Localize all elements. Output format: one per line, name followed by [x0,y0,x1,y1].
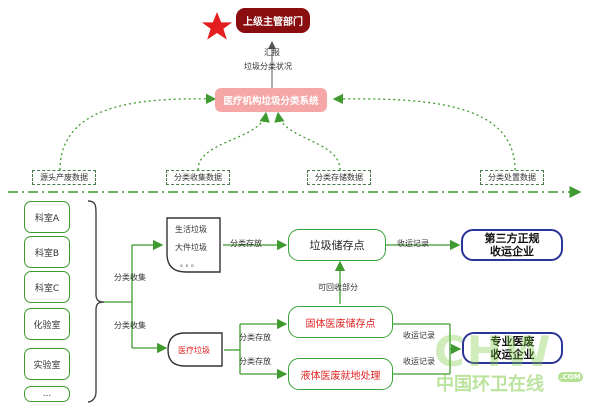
waste-system-box: 医疗机构垃圾分类系统 [215,88,327,112]
more-waste-label: 。。。 [180,260,200,268]
third-party-label-2: 收运企业 [490,245,534,258]
storage-data-label: 分类存储数据 [315,173,363,182]
liquid-medical-treatment: 液体医废就地处理 [288,358,393,390]
laboratory: 实验室 [24,348,70,380]
medical-waste-label: 医疗垃圾 [178,346,210,355]
store-label-top: 分类存放 [230,239,262,248]
department-b-label: 科室B [34,248,60,259]
collect-label-bottom: 分类收集 [114,321,146,330]
collection-data-tag: 分类收集数据 [166,170,230,185]
department-b: 科室B [24,236,70,268]
lab-test-room: 化验室 [24,308,70,340]
transport-label-2: 收运记录 [403,331,435,340]
store-label-medical-2: 分类存放 [239,357,271,366]
waste-system-label: 医疗机构垃圾分类系统 [223,96,319,107]
disposal-data-label: 分类处置数据 [488,173,536,182]
general-waste-bin [166,217,221,273]
department-more: ... [24,386,70,402]
laboratory-label: 实验室 [33,360,61,371]
watermark-text: 中国环卫在线 [436,374,544,395]
medical-company-label-2: 收运企业 [490,348,535,361]
medical-waste-company: 专业医废 收运企业 [462,332,563,364]
storage-data-tag: 分类存储数据 [307,170,371,185]
department-c-label: 科室C [34,283,60,294]
report-status-label: 垃圾分类状况 [244,62,292,71]
department-a-label: 科室A [34,213,60,224]
department-a: 科室A [24,201,70,233]
source-data-tag: 源头产废数据 [32,170,96,185]
collection-data-label: 分类收集数据 [174,173,222,182]
star-icon [201,12,233,40]
disposal-data-tag: 分类处置数据 [480,170,544,185]
report-label: 汇报 [264,48,280,57]
third-party-label-1: 第三方正规 [484,232,540,245]
medical-waste-bin [167,332,223,367]
watermark-logo: CHW [434,327,553,376]
top-authority-box: 上级主管部门 [236,8,310,33]
collect-label-top: 分类收集 [114,273,146,282]
department-more-label: ... [42,389,52,399]
transport-label-1: 收运记录 [397,239,429,248]
liquid-medical-treatment-label: 液体医废就地处理 [300,370,381,382]
waste-storage-label: 垃圾储存点 [309,239,365,252]
source-data-label: 源头产废数据 [40,173,88,182]
lab-test-room-label: 化验室 [33,320,61,331]
medical-company-label-1: 专业医废 [490,335,535,348]
solid-medical-storage-label: 固体医废储存点 [305,318,376,330]
third-party-company: 第三方正规 收运企业 [461,229,563,261]
waste-storage-point: 垃圾储存点 [288,229,386,261]
department-c: 科室C [24,271,70,303]
store-label-medical-1: 分类存放 [239,333,271,342]
transport-label-3: 收运记录 [403,357,435,366]
bulky-waste-label: 大件垃圾 [175,243,207,252]
top-authority-label: 上级主管部门 [243,17,303,28]
watermark-com: .COM [558,372,583,382]
recyclable-label: 可回收部分 [318,283,358,292]
solid-medical-storage: 固体医废储存点 [288,306,393,338]
general-waste-label: 生活垃圾 [175,225,207,234]
